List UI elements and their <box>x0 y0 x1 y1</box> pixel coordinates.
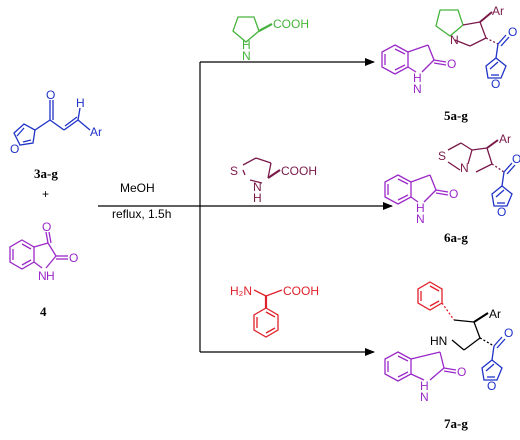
proline-structure <box>232 16 273 43</box>
product-7-label: 7a-g <box>444 416 468 431</box>
thiazolidine-cooh: COOH <box>281 164 317 178</box>
thiazolidine-h: H <box>253 191 262 205</box>
thiazolidine-structure <box>242 157 281 184</box>
product-7-lactam-o: O <box>457 365 466 379</box>
isatin-nh-h: H <box>46 269 55 283</box>
product-5-furan-o: O <box>491 77 500 91</box>
product-5-nh-n: N <box>413 82 422 96</box>
phenylglycine-cooh: COOH <box>283 284 319 298</box>
product-5-n: N <box>450 33 459 47</box>
product-7-ar: Ar <box>489 307 501 321</box>
chalcone-ar: Ar <box>90 125 102 139</box>
product-6-ketone-o: O <box>512 152 520 166</box>
product-5-structure <box>381 9 510 79</box>
chalcone-carbonyl-o: O <box>46 88 55 102</box>
solvent-label: MeOH <box>120 181 155 195</box>
product-5-lactam-o: O <box>447 57 456 71</box>
proline-cooh: COOH <box>273 17 309 31</box>
product-7-structure <box>384 281 506 382</box>
product-7-nh-n: N <box>420 390 429 404</box>
product-6-ar: Ar <box>499 132 511 146</box>
product-6-nh-n: N <box>416 212 425 226</box>
product-6-furan-o: O <box>497 205 506 219</box>
product-6-s: S <box>438 149 446 163</box>
thiazolidine-s: S <box>230 164 238 178</box>
isatin-structure <box>9 231 68 270</box>
chalcone-structure <box>13 100 91 146</box>
product-7-hn: HN <box>430 334 447 348</box>
proline-n: N <box>242 49 251 63</box>
product-5-nh-h: H <box>413 71 422 85</box>
phenylglycine-structure <box>253 289 283 338</box>
thiazolidine-n: N <box>253 180 262 194</box>
product-7-ketone-o: O <box>504 326 513 340</box>
isatin-n: N <box>38 269 47 283</box>
product-7-nh-h: H <box>420 379 429 393</box>
chalcone-label: 3a-g <box>34 166 58 181</box>
reaction-arrows <box>98 58 393 356</box>
product-7-furan-o: O <box>487 379 496 393</box>
proline-h: H <box>242 38 251 52</box>
product-5-ketone-o: O <box>508 25 517 39</box>
chalcone-vinyl-h: H <box>76 96 85 110</box>
isatin-o2: O <box>69 251 78 265</box>
product-6-lactam-o: O <box>449 187 458 201</box>
product-5-label: 5a-g <box>444 108 468 123</box>
plus-sign: + <box>42 187 49 201</box>
reflux-label: reflux, 1.5h <box>112 207 171 221</box>
phenylglycine-h2n: H₂N <box>230 284 252 298</box>
product-6-structure <box>384 139 516 207</box>
isatin-label: 4 <box>40 304 47 319</box>
product-5-ar: Ar <box>492 4 504 18</box>
chalcone-furan-o: O <box>10 142 19 156</box>
isatin-o3: O <box>42 220 51 234</box>
product-6-nh-h: H <box>416 201 425 215</box>
product-6-n: N <box>460 161 469 175</box>
product-6-label: 6a-g <box>444 230 468 245</box>
